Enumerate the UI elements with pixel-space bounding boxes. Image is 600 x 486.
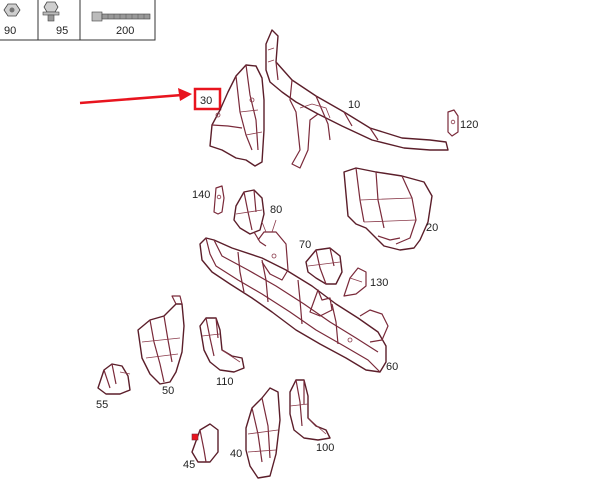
part-45-clip[interactable] xyxy=(191,423,219,463)
callout-70: 70 xyxy=(299,239,311,251)
callout-45: 45 xyxy=(183,459,195,471)
part-120-clip[interactable] xyxy=(447,109,459,137)
highlight-arrow xyxy=(79,88,192,105)
part-10-upper-cross-member[interactable] xyxy=(265,29,449,169)
hardware-table: 90 95 200 xyxy=(0,0,156,41)
flange-bolt-icon xyxy=(42,1,60,22)
table-cell-number: 200 xyxy=(116,25,134,37)
part-100-bracket[interactable] xyxy=(289,379,331,441)
callout-labels: 10 20 30 40 45 50 55 60 70 80 100 110 12… xyxy=(96,95,478,471)
part-70-bracket[interactable] xyxy=(305,247,343,285)
part-55-bracket[interactable] xyxy=(97,363,131,395)
callout-20: 20 xyxy=(426,222,438,234)
callout-100: 100 xyxy=(316,442,334,454)
part-110-bracket[interactable] xyxy=(199,317,245,373)
table-cell-number: 95 xyxy=(56,25,68,37)
callout-130: 130 xyxy=(370,277,388,289)
part-80-bracket[interactable] xyxy=(233,189,267,247)
long-screw-icon xyxy=(91,11,151,22)
highlight-box xyxy=(193,87,222,111)
callout-40: 40 xyxy=(230,448,242,460)
callout-50: 50 xyxy=(162,385,174,397)
part-140-bracket[interactable] xyxy=(213,185,225,215)
callout-140: 140 xyxy=(192,189,210,201)
part-30-bracket[interactable] xyxy=(209,64,265,167)
callout-60: 60 xyxy=(386,361,398,373)
callout-10: 10 xyxy=(348,99,360,111)
callout-80: 80 xyxy=(270,204,282,216)
part-40-support[interactable] xyxy=(245,387,281,479)
callout-55: 55 xyxy=(96,399,108,411)
table-cell-number: 90 xyxy=(4,25,16,37)
nut-icon xyxy=(3,3,21,17)
callout-120: 120 xyxy=(460,119,478,131)
callout-30: 30 xyxy=(200,95,212,107)
part-60-lower-carrier[interactable] xyxy=(199,219,389,373)
part-50-support[interactable] xyxy=(137,295,185,385)
marker-icon xyxy=(191,433,199,441)
part-20-side-frame[interactable] xyxy=(343,167,433,251)
callout-110: 110 xyxy=(216,376,234,388)
part-130-bracket[interactable] xyxy=(343,267,367,297)
